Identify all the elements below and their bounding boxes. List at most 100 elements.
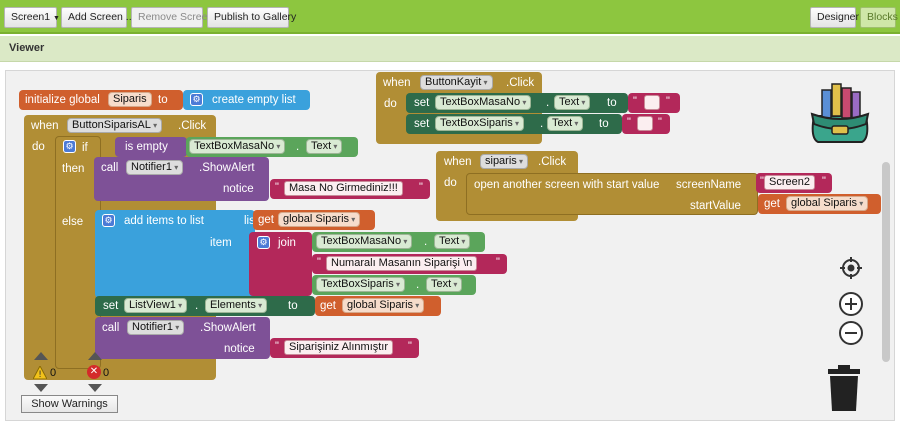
set-label: set: [103, 300, 119, 312]
add-screen-button[interactable]: Add Screen ...: [61, 7, 135, 28]
variable-dropdown[interactable]: global Siparis: [278, 212, 361, 227]
dot-label: .: [416, 279, 420, 291]
backpack-icon[interactable]: [804, 78, 876, 148]
text-literal-empty[interactable]: [644, 95, 660, 110]
get-label: get: [258, 214, 274, 226]
empty-text-block[interactable]: " ": [622, 114, 670, 134]
error-count: 0: [103, 367, 110, 379]
event-name: .Click: [178, 120, 207, 132]
get-global-siparis-block[interactable]: get global Siparis: [315, 296, 441, 316]
component-dropdown[interactable]: TextBoxMasaNo: [316, 234, 413, 249]
then-label: then: [62, 163, 85, 175]
quote-icon: ": [666, 95, 670, 107]
component-dropdown[interactable]: siparis: [480, 154, 529, 169]
warning-next-arrow-icon[interactable]: [34, 384, 48, 392]
text-literal[interactable]: Siparişiniz Alınmıştır: [284, 340, 394, 355]
designer-button[interactable]: Designer: [810, 7, 859, 28]
set-textbox-masano-text-block[interactable]: set TextBoxMasaNo . Text to: [406, 93, 628, 113]
component-dropdown[interactable]: ButtonKayit: [420, 75, 493, 90]
text-literal-block[interactable]: " Screen2 ": [756, 173, 832, 193]
is-empty-label: is empty: [125, 141, 168, 153]
create-empty-list-block[interactable]: ⚙ create empty list: [183, 90, 310, 110]
empty-text-block[interactable]: " ": [628, 93, 680, 113]
component-dropdown[interactable]: TextBoxMasaNo: [189, 139, 286, 154]
zoom-out-icon[interactable]: [838, 320, 864, 346]
to-label: to: [288, 300, 298, 312]
text-literal-empty[interactable]: [637, 116, 653, 131]
error-next-arrow-icon[interactable]: [88, 384, 102, 392]
text-literal-block[interactable]: " Siparişiniz Alınmıştır ": [270, 338, 419, 358]
property-dropdown[interactable]: Text: [554, 95, 591, 110]
do-label: do: [32, 141, 45, 153]
text-literal[interactable]: Screen2: [764, 175, 815, 190]
viewer-header: Viewer: [0, 36, 900, 62]
call-notifier-showalert-1[interactable]: call Notifier1 .ShowAlert notice: [94, 157, 269, 201]
blocks-button[interactable]: Blocks: [860, 7, 898, 28]
get-label: get: [764, 198, 780, 210]
component-dropdown[interactable]: TextBoxSiparis: [316, 277, 406, 292]
text-literal[interactable]: Numaralı Masanın Siparişi \n: [326, 256, 478, 271]
variable-dropdown[interactable]: global Siparis: [342, 298, 425, 313]
gear-icon[interactable]: ⚙: [102, 214, 115, 227]
property-dropdown[interactable]: Text: [426, 277, 463, 292]
set-listview-elements-block[interactable]: set ListView1 . Elements to: [95, 296, 315, 316]
zoom-in-icon[interactable]: [838, 291, 864, 317]
get-global-siparis-block[interactable]: get global Siparis: [758, 194, 881, 214]
quote-icon: ": [317, 256, 321, 268]
property-dropdown[interactable]: Text: [547, 116, 584, 131]
trash-icon[interactable]: [826, 364, 862, 412]
quote-icon: ": [760, 175, 764, 187]
dot-label: .: [424, 236, 428, 248]
gear-icon[interactable]: ⚙: [190, 93, 203, 106]
property-dropdown[interactable]: Text: [306, 139, 343, 154]
vertical-scrollbar[interactable]: [882, 162, 890, 362]
get-global-siparis-block[interactable]: get global Siparis: [253, 210, 375, 230]
quote-icon: ": [627, 116, 631, 128]
open-another-screen-block[interactable]: open another screen with start value scr…: [466, 173, 758, 215]
component-dropdown[interactable]: Notifier1: [126, 160, 184, 175]
variable-dropdown[interactable]: global Siparis: [786, 196, 869, 211]
text-literal-block[interactable]: " Masa No Girmediniz!!! ": [270, 179, 430, 199]
component-dropdown[interactable]: Notifier1: [127, 320, 185, 335]
error-prev-arrow-icon[interactable]: [88, 352, 102, 360]
publish-gallery-button[interactable]: Publish to Gallery: [207, 7, 296, 28]
component-dropdown[interactable]: TextBoxSiparis: [435, 116, 525, 131]
init-var-name[interactable]: Siparis: [108, 92, 152, 107]
quote-icon: ": [658, 116, 662, 128]
text-literal-block[interactable]: " Numaralı Masanın Siparişi \n ": [312, 254, 507, 274]
center-target-icon[interactable]: [839, 256, 863, 280]
set-textbox-siparis-text-block[interactable]: set TextBoxSiparis . Text to: [406, 114, 622, 134]
component-dropdown[interactable]: ListView1: [124, 298, 188, 313]
textbox-siparis-text-getter[interactable]: TextBoxSiparis . Text: [312, 275, 476, 295]
screenname-label: screenName: [676, 179, 742, 191]
when-label: when: [383, 77, 411, 89]
quote-icon: ": [408, 340, 412, 352]
warning-prev-arrow-icon[interactable]: [34, 352, 48, 360]
join-label: join: [278, 237, 296, 249]
do-label: do: [384, 98, 397, 110]
remove-screen-button[interactable]: Remove Screen: [131, 7, 213, 28]
textbox-masano-text-getter[interactable]: TextBoxMasaNo . Text: [186, 137, 358, 157]
dot-label: .: [195, 300, 199, 312]
component-dropdown[interactable]: ButtonSiparisAL: [67, 118, 163, 133]
join-block[interactable]: ⚙ join: [249, 232, 312, 296]
add-items-to-list-block[interactable]: ⚙ add items to list list item: [95, 210, 258, 298]
gear-icon[interactable]: ⚙: [63, 140, 76, 153]
is-empty-block[interactable]: is empty: [115, 137, 187, 157]
dot-label: .: [540, 118, 544, 130]
init-global-block[interactable]: initialize global Siparis to: [19, 90, 183, 110]
property-dropdown[interactable]: Text: [434, 234, 471, 249]
property-dropdown[interactable]: Elements: [205, 298, 268, 313]
warning-count: 0: [50, 367, 57, 379]
text-literal[interactable]: Masa No Girmediniz!!!: [284, 181, 403, 196]
when-label: when: [31, 120, 59, 132]
component-dropdown[interactable]: TextBoxMasaNo: [435, 95, 532, 110]
dot-label: .: [546, 97, 550, 109]
notice-label: notice: [223, 183, 254, 195]
show-warnings-button[interactable]: Show Warnings: [21, 395, 118, 413]
textbox-masano-text-getter[interactable]: TextBoxMasaNo . Text: [312, 232, 485, 252]
screen-select[interactable]: Screen1 ▼: [4, 7, 60, 28]
gear-icon[interactable]: ⚙: [257, 236, 270, 249]
call-notifier-showalert-2[interactable]: call Notifier1 .ShowAlert notice: [95, 317, 270, 359]
if-block[interactable]: ⚙ if then else: [55, 136, 101, 369]
